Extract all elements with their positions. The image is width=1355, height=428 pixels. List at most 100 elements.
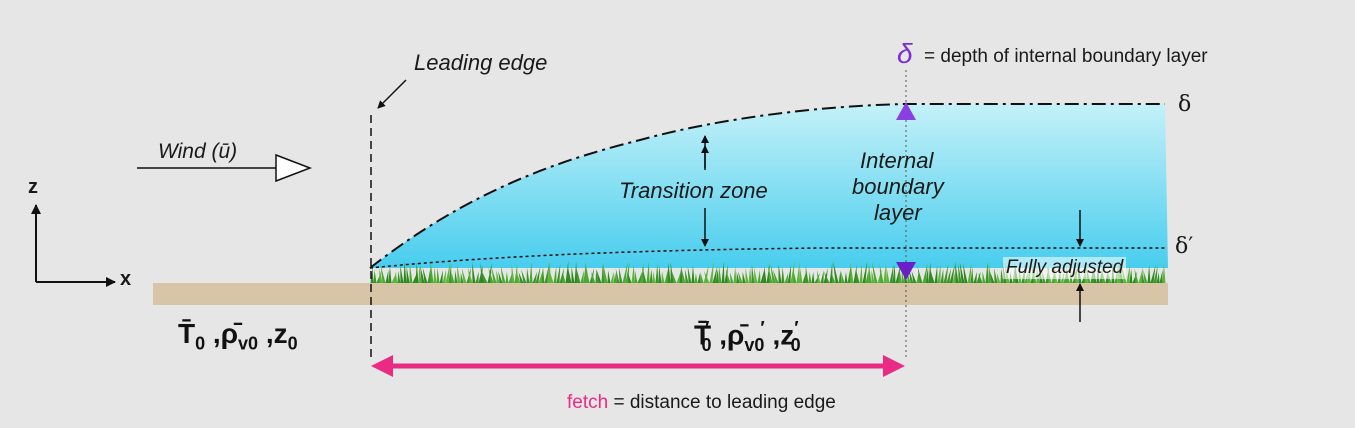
delta-symbol: δ — [897, 38, 913, 69]
grass-blade — [844, 271, 848, 283]
grass-blade — [532, 271, 538, 283]
grass-blade — [694, 272, 698, 283]
grass-blade — [679, 265, 683, 283]
grass-blade — [940, 268, 944, 283]
grass-blade — [515, 268, 521, 283]
grass-blade — [937, 263, 941, 283]
grass-blade — [671, 270, 677, 283]
grass-blade — [571, 266, 575, 283]
grass-blade — [451, 272, 455, 283]
grass-blade — [400, 264, 404, 283]
downwind-temperature: T̄ — [694, 319, 712, 351]
grass-blade — [847, 266, 851, 283]
grass-blade — [865, 270, 869, 283]
grass-blade — [793, 270, 797, 283]
grass-blade — [712, 266, 718, 283]
grass-blade — [883, 264, 887, 283]
grass-blade — [547, 261, 551, 283]
grass-blade — [649, 268, 653, 283]
grass-blade — [655, 264, 659, 283]
grass-blade — [548, 267, 554, 283]
grass-blade — [700, 271, 704, 283]
grass-blade — [820, 270, 824, 283]
grass-blade — [703, 264, 709, 283]
downwind-surface-variables: T̄′0 ,ρ̄v0′ ,z′0 — [694, 318, 801, 356]
grass-blade — [631, 264, 635, 283]
grass-blade — [994, 268, 998, 283]
grass-blade — [508, 272, 513, 283]
grass-blade — [521, 269, 527, 283]
grass-blade — [709, 261, 714, 283]
grass-blade — [676, 268, 682, 283]
grass-blade — [862, 261, 868, 283]
grass-blade — [556, 263, 561, 283]
grass-blade — [853, 265, 857, 283]
delta-arrow-head-bottom — [896, 262, 916, 280]
grass-blade — [376, 272, 382, 283]
grass-blade — [403, 261, 407, 283]
grass-blade — [856, 271, 860, 283]
grass-blade — [567, 264, 572, 283]
grass-blade — [658, 265, 662, 283]
grass-blade — [379, 268, 383, 283]
ibl-label-line1: Internal — [860, 148, 934, 173]
grass-blade — [684, 269, 689, 283]
upwind-surface-variables: T̄0 ,ρ̄v0 ,z0 — [178, 318, 298, 355]
grass-blade — [565, 261, 569, 283]
grass-blade — [838, 270, 842, 283]
grass-blade — [468, 267, 473, 283]
grass-blade — [790, 261, 795, 283]
grass-blade — [943, 263, 949, 283]
grass-blade — [667, 262, 671, 283]
grass-blade — [498, 271, 503, 283]
upwind-temperature-subscript: 0 — [195, 333, 206, 354]
grass-blade — [816, 270, 821, 283]
grass-blade — [574, 261, 578, 283]
fetch-definition: = distance to leading edge — [613, 392, 836, 413]
grass-blade — [802, 270, 807, 283]
leading-edge-pointer — [377, 79, 407, 109]
grass-blade — [646, 261, 650, 283]
grass-blade — [559, 267, 565, 283]
grass-blade — [811, 271, 815, 283]
grass-blade — [500, 265, 506, 283]
grass-blade — [757, 269, 761, 283]
grass-blade — [687, 266, 692, 283]
grass-blade — [773, 269, 779, 283]
delta-boundary-label: δ — [1178, 92, 1192, 117]
grass-blade — [1159, 269, 1163, 283]
grass-blade — [1129, 268, 1133, 283]
grass-blade — [488, 267, 494, 283]
grass-blade — [436, 267, 440, 283]
grass-blade — [763, 267, 767, 283]
grass-blade — [892, 264, 896, 283]
grass-blade — [996, 272, 1001, 283]
downwind-roughness-subscript: 0 — [790, 334, 801, 355]
grass-blade — [535, 267, 541, 283]
grass-blade — [420, 265, 425, 283]
grass-blade — [601, 264, 605, 283]
grass-blade — [442, 269, 447, 283]
grass-blade — [642, 265, 647, 283]
grass-blade — [618, 267, 623, 283]
grass-blade — [751, 264, 755, 283]
upwind-roughness: z — [273, 318, 288, 349]
grass-blade — [967, 262, 972, 283]
grass-blade — [430, 261, 434, 283]
grass-blade — [591, 271, 596, 283]
grass-blade — [955, 261, 959, 283]
grass-blade — [949, 264, 955, 283]
downwind-roughness: z — [780, 319, 795, 351]
fetch-arrow-head-left — [371, 355, 393, 377]
grass-blade — [538, 267, 544, 283]
grass-blade — [911, 270, 917, 283]
prime-mark: ′ — [794, 318, 799, 338]
grass-blade — [541, 268, 545, 283]
grass-blade — [602, 262, 608, 283]
grass-blade — [922, 262, 928, 283]
x-axis-label: x — [120, 268, 132, 290]
grass-blade — [448, 264, 452, 283]
grass-blade — [385, 270, 389, 283]
grass-blade — [427, 268, 431, 283]
fetch-word: fetch — [567, 392, 609, 413]
